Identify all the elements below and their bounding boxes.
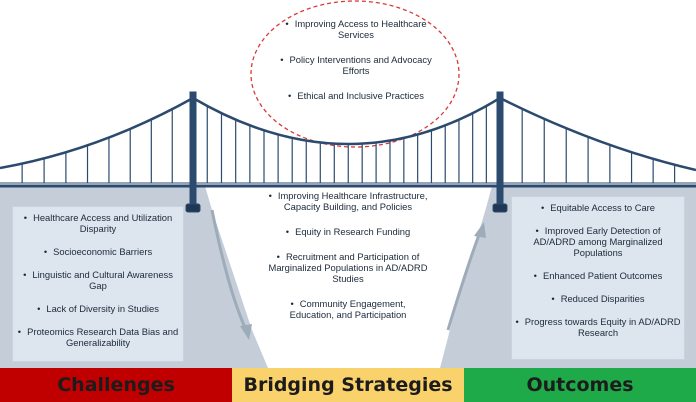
footer-bridging: Bridging Strategies xyxy=(232,368,464,402)
cloud-list: •Improving Access to Healthcare Services… xyxy=(272,18,440,101)
strategy-item: •Improving Healthcare Infrastructure, Ca… xyxy=(268,190,428,212)
challenge-item: •Socioeconomic Barriers xyxy=(43,246,153,257)
cloud-item: •Policy Interventions and Advocacy Effor… xyxy=(280,54,432,76)
outcomes-list: •Equitable Access to Care •Improved Earl… xyxy=(514,202,682,338)
challenge-item: •Linguistic and Cultural Awareness Gap xyxy=(23,269,173,291)
outcome-item: •Enhanced Patient Outcomes xyxy=(533,270,663,281)
outcome-item: •Progress towards Equity in AD/ADRD Rese… xyxy=(515,316,681,338)
outcomes-box xyxy=(511,196,685,360)
strategy-item: •Recruitment and Participation of Margin… xyxy=(268,251,428,284)
strategy-item: •Equity in Research Funding xyxy=(285,226,411,237)
outcome-item: •Reduced Disparities xyxy=(551,293,645,304)
cloud-item: •Improving Access to Healthcare Services xyxy=(285,18,427,40)
outcome-item: •Improved Early Detection of AD/ADRD amo… xyxy=(533,225,663,258)
footer-bridging-label: Bridging Strategies xyxy=(243,374,453,396)
right-up-arrow xyxy=(446,231,482,331)
outcome-item: •Equitable Access to Care xyxy=(540,202,656,213)
right-up-arrow-head xyxy=(474,222,486,238)
left-down-arrow-head xyxy=(240,324,252,340)
dashed-ellipse xyxy=(250,0,460,148)
challenges-list: •Healthcare Access and Utilization Dispa… xyxy=(16,212,180,348)
footer-challenges: Challenges xyxy=(0,368,232,402)
challenges-box xyxy=(12,206,184,362)
footer-challenges-label: Challenges xyxy=(57,374,175,396)
left-down-arrow xyxy=(210,209,248,331)
suspension-bridge xyxy=(0,91,696,213)
strategies-list: •Improving Healthcare Infrastructure, Ca… xyxy=(268,190,428,320)
footer-outcomes-label: Outcomes xyxy=(526,374,634,396)
strategy-item: •Community Engagement, Education, and Pa… xyxy=(289,298,407,320)
challenge-item: •Proteomics Research Data Bias and Gener… xyxy=(17,326,179,348)
cloud-item: •Ethical and Inclusive Practices xyxy=(288,90,424,101)
footer-outcomes: Outcomes xyxy=(464,368,696,402)
challenge-item: •Lack of Diversity in Studies xyxy=(37,303,159,314)
challenge-item: •Healthcare Access and Utilization Dispa… xyxy=(23,212,173,234)
